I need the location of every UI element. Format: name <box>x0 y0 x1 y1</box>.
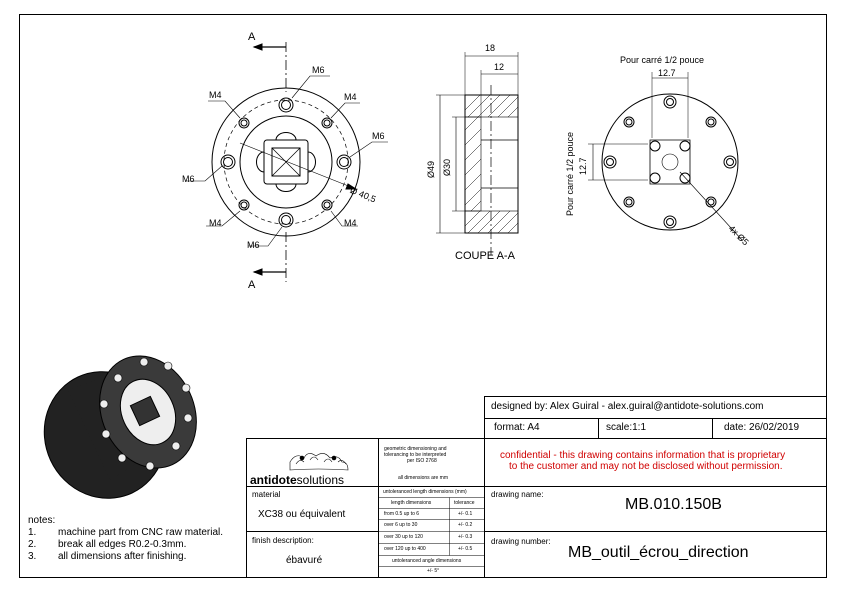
dim-12: 12 <box>494 62 505 72</box>
drawing-number-label: drawing number: <box>491 537 551 546</box>
gd-line-1: geometric dimensioning and <box>384 446 447 452</box>
tolerance-row-1-range: from 0.5 up to 6 <box>384 511 420 517</box>
logo-text-antidote: antidotesolutions <box>250 474 344 486</box>
note-text: break all edges R0.2-0.3mm. <box>58 539 187 550</box>
isometric-view <box>43 355 197 499</box>
drawing-name: MB.010.150B <box>625 496 722 513</box>
designed-by: designed by: Alex Guiral - alex.guiral@a… <box>491 401 764 412</box>
logo-word1: antidote <box>250 473 297 487</box>
tolerance-row-1-value: +/- 0.1 <box>458 511 473 517</box>
material-label: material <box>252 490 281 499</box>
tolerance-row-4-value: +/- 0.5 <box>458 546 473 552</box>
dim-d30: Ø30 <box>442 158 452 176</box>
right-side-dim: 12.7 <box>578 157 588 175</box>
note-number: 3. <box>28 551 37 562</box>
notes: notes: 1. machine part from CNC raw mater… <box>28 515 223 563</box>
format: format: A4 <box>494 422 540 433</box>
date: date: 26/02/2019 <box>724 422 800 433</box>
label-m6-bottom: M6 <box>247 240 260 250</box>
confidential-line-1: confidential - this drawing contains inf… <box>500 450 786 461</box>
logo-graphic <box>289 453 349 471</box>
angle-header: untoleranced angle dimensions <box>392 558 462 564</box>
tolerance-row-3-value: +/- 0.3 <box>458 534 473 540</box>
confidential-line-2: to the customer and may not be disclosed… <box>509 461 783 472</box>
finish-value: ébavuré <box>286 555 323 566</box>
label-m6-right: M6 <box>372 131 385 141</box>
tolerance-col-length: length dimensions <box>391 500 432 506</box>
label-m4-bottom-right: M4 <box>344 218 357 228</box>
note-text: all dimensions after finishing. <box>58 551 187 562</box>
tolerance-row-3-range: over 30 up to 120 <box>384 534 423 540</box>
right-top-caption: Pour carré 1/2 pouce <box>620 55 705 65</box>
finish-label: finish description: <box>252 536 314 545</box>
front-view <box>185 42 388 282</box>
gd-line-3: per ISO 2768 <box>407 458 437 464</box>
label-m6-top: M6 <box>312 65 325 75</box>
note-number: 2. <box>28 539 37 550</box>
label-m6-left: M6 <box>182 174 195 184</box>
section-title: COUPE A-A <box>455 250 515 262</box>
drawing-name-label: drawing name: <box>491 490 544 499</box>
tolerance-row-4-range: over 120 up to 400 <box>384 546 426 552</box>
notes-title: notes: <box>28 515 56 526</box>
label-m4-top-right: M4 <box>344 92 357 102</box>
section-mark-top: A <box>248 31 256 43</box>
tolerance-col-tolerance: tolerance <box>454 500 475 506</box>
right-top-dim: 12.7 <box>658 68 676 78</box>
dim-18: 18 <box>485 43 496 53</box>
tolerance-row-2-value: +/- 0.2 <box>458 522 473 528</box>
scale: scale:1:1 <box>606 422 647 433</box>
right-view <box>588 72 743 241</box>
right-side-caption: Pour carré 1/2 pouce <box>565 131 575 216</box>
gd-line-4: all dimensions are mm <box>398 475 449 481</box>
dim-d49: Ø49 <box>426 160 436 178</box>
tolerance-header: untoleranced length dimensions (mm) <box>383 489 467 495</box>
material-value: XC38 ou équivalent <box>258 509 346 520</box>
angle-value: +/- 5° <box>427 568 440 574</box>
note-number: 1. <box>28 527 37 538</box>
tolerance-row-2-range: over 6 up to 30 <box>384 522 418 528</box>
note-item: 3. all dimensions after finishing. <box>28 551 223 563</box>
logo-word2: solutions <box>296 473 345 487</box>
note-item: 2. break all edges R0.2-0.3mm. <box>28 539 223 551</box>
note-item: 1. machine part from CNC raw material. <box>28 527 223 539</box>
drawing-number: MB_outil_écrou_direction <box>568 544 749 561</box>
label-m4-bottom-left: M4 <box>209 218 222 228</box>
gd-line-2: tolerancing to be interpreted <box>384 452 447 458</box>
label-m4-top-left: M4 <box>209 90 222 100</box>
section-view <box>436 52 519 255</box>
note-text: machine part from CNC raw material. <box>58 527 224 538</box>
section-mark-bottom: A <box>248 279 256 291</box>
title-block-lines <box>246 396 827 578</box>
